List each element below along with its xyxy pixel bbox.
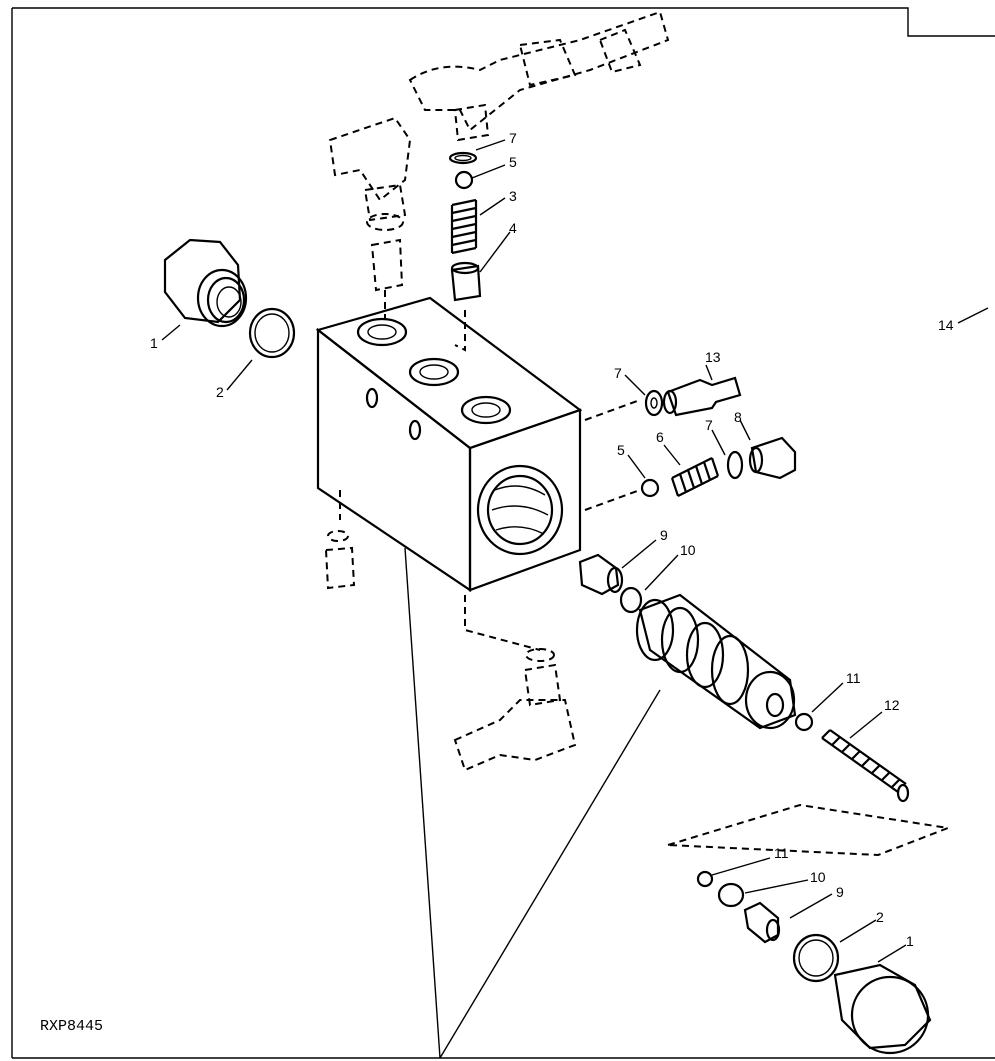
part-oring-upper [248,307,296,359]
callout-1-lower: 1 [906,933,914,949]
leader-lines [404,307,989,1059]
callout-7-right-upper: 7 [614,365,622,381]
callout-6: 6 [656,429,664,445]
callout-5-upper: 5 [509,154,517,170]
reference-code: RXP8445 [40,1018,103,1035]
callout-10-lower: 10 [810,869,826,885]
callout-2-upper: 2 [216,384,224,400]
callout-14: 14 [938,317,954,333]
part-middle-small [578,553,643,614]
callout-8: 8 [734,409,742,425]
callout-7-right-lower: 7 [705,417,713,433]
frame-border [11,7,995,1059]
callout-9-middle: 9 [660,527,668,543]
callout-11-right: 11 [846,670,861,686]
phantom-upper-fittings [324,10,670,772]
valve-block [315,296,583,593]
callout-ticks [161,139,907,963]
part-spring-right [821,729,910,803]
part-lower-group [696,870,932,1055]
callout-3: 3 [509,188,517,204]
callout-7-upper: 7 [509,130,517,146]
callout-5-right: 5 [617,442,625,458]
part-upper-stack [448,151,482,302]
callout-4: 4 [509,220,517,236]
callout-1-upper: 1 [150,335,158,351]
part-spool [635,593,797,730]
callout-10-middle: 10 [680,542,696,558]
part-plug-upper [163,238,248,328]
callout-12: 12 [884,697,900,713]
part-right-group [640,376,797,498]
callout-2-lower: 2 [876,909,884,925]
part-ball-right [794,712,814,732]
callout-9-lower: 9 [836,884,844,900]
callout-11-lower: 11 [774,845,789,861]
callout-13: 13 [705,349,721,365]
assembly-dashed-lines [339,290,952,857]
